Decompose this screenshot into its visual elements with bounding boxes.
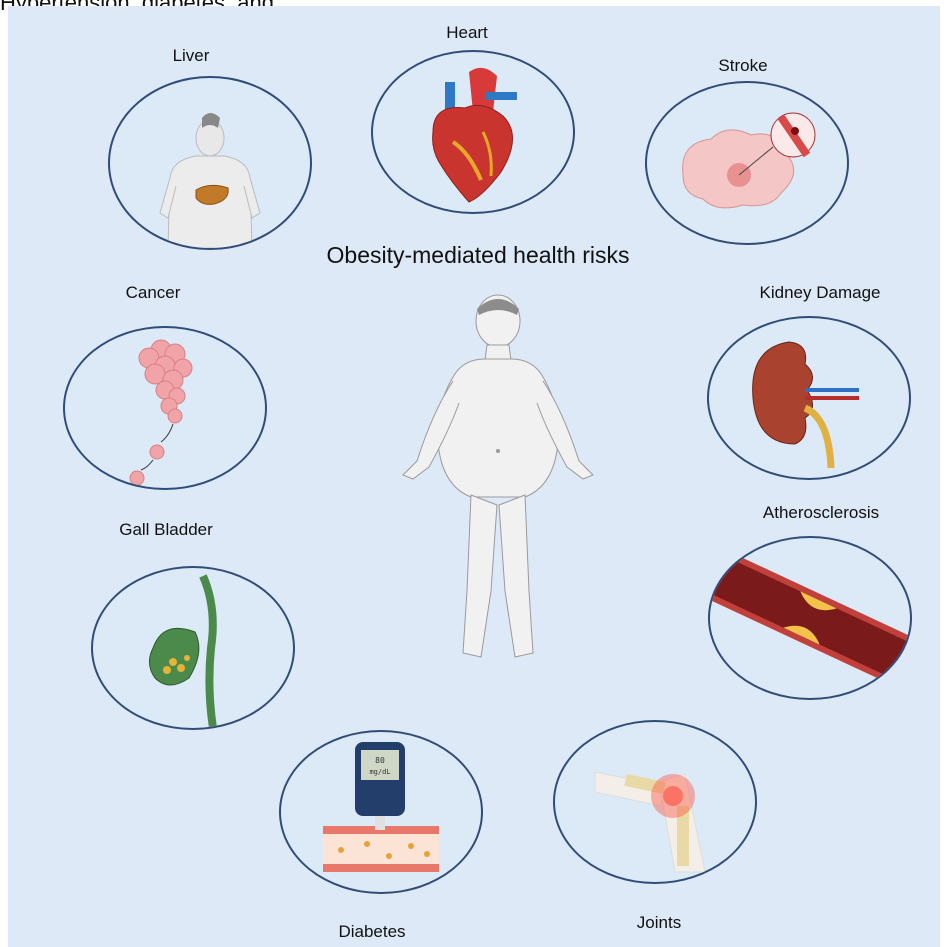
label-diabetes: Diabetes [338,922,405,942]
glucose-unit: mg/dL [369,768,390,776]
diabetes-circle: 80 mg/dL [279,730,483,894]
label-joints: Joints [637,913,681,933]
label-liver: Liver [173,46,210,66]
diagram-title: Obesity-mediated health risks [327,242,630,269]
joints-circle [553,720,757,884]
liver-circle [108,76,312,250]
label-gall-bladder: Gall Bladder [119,520,213,540]
glucometer-icon: 80 mg/dL [281,732,481,892]
label-cancer: Cancer [126,283,181,303]
kidney-icon [709,318,909,478]
heart-circle [371,50,575,214]
glucose-value: 80 [375,756,385,765]
label-kidney-damage: Kidney Damage [760,283,881,303]
atherosclerosis-circle [708,536,912,700]
gallbladder-icon [93,568,293,728]
label-atherosclerosis: Atherosclerosis [763,503,879,523]
gall-bladder-circle [91,566,295,730]
kidney-circle [707,316,911,480]
stroke-circle [645,81,849,245]
heart-icon [373,52,573,212]
artery-plaque-icon [710,538,910,698]
brain-icon [647,83,847,243]
human-figure [393,291,603,671]
liver-icon [110,78,310,248]
label-stroke: Stroke [718,56,767,76]
cancer-circle [63,326,267,490]
knee-joint-icon [555,722,755,882]
human-body-icon [393,291,603,671]
label-heart: Heart [446,23,488,43]
infographic-canvas: Obesity-mediated health risks Liver Hear… [8,6,940,947]
cancer-cells-icon [65,328,265,488]
